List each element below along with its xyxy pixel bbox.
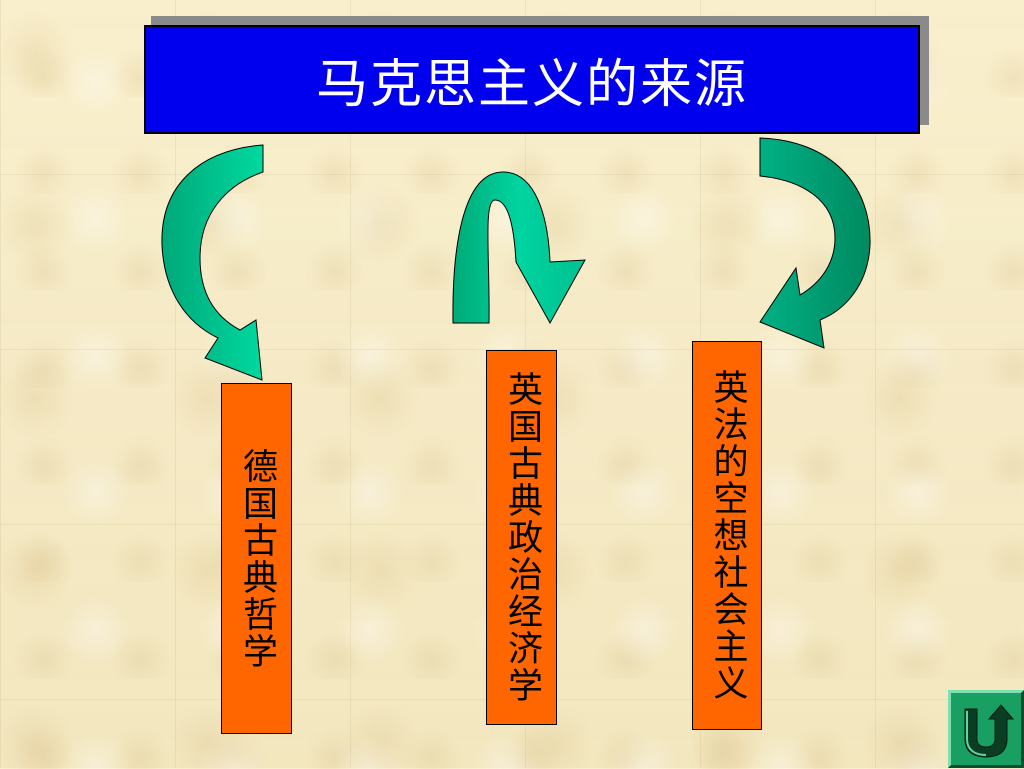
source-label: 英国古典政治经济学 <box>502 371 542 704</box>
source-box-german-philosophy: 德国古典哲学 <box>221 383 292 734</box>
return-button[interactable] <box>948 690 1024 768</box>
u-turn-return-icon <box>964 704 1015 758</box>
source-box-utopian-socialism: 英法的空想社会主义 <box>692 341 762 730</box>
left-curved-arrow <box>161 144 264 381</box>
source-label: 德国古典哲学 <box>237 447 277 670</box>
slide-title: 马克思主义的来源 <box>315 55 748 115</box>
source-box-british-economics: 英国古典政治经济学 <box>486 350 557 725</box>
title-banner: 马克思主义的来源 <box>144 25 920 134</box>
middle-curved-arrow <box>452 171 586 325</box>
right-curved-arrow <box>759 137 871 349</box>
source-label: 英法的空想社会主义 <box>707 369 748 702</box>
